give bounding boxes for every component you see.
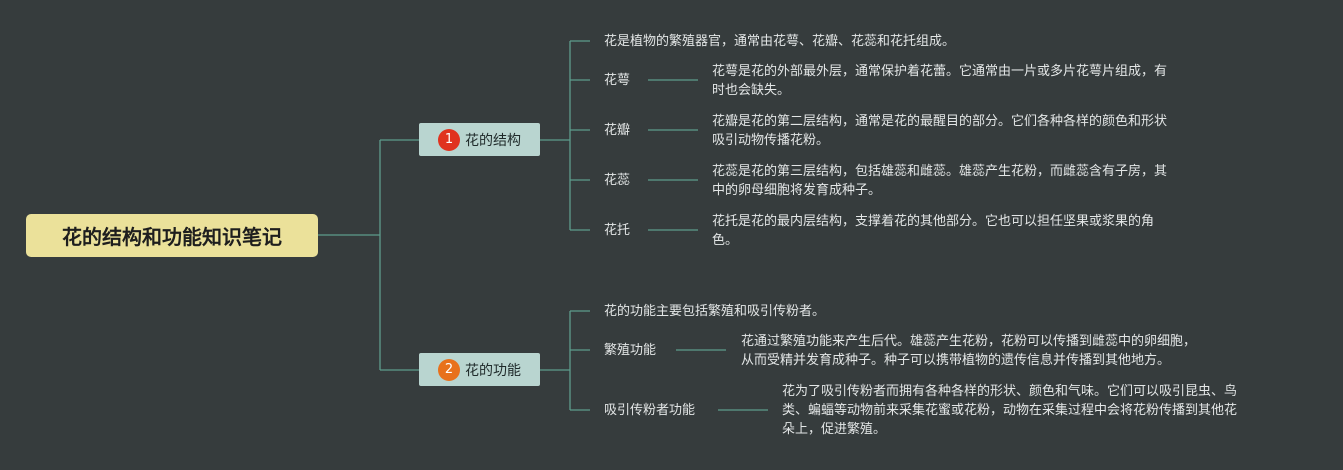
desc-line: 花托是花的最内层结构，支撑着花的其他部分。它也可以担任坚果或浆果的角 — [712, 214, 1155, 229]
desc-line: 时也会缺失。 — [712, 83, 791, 98]
branch-label: 花的结构 — [465, 132, 521, 149]
branch-label: 花的功能 — [465, 362, 521, 379]
desc-line: 花为了吸引传粉者而拥有各种各样的形状、颜色和气味。它们可以吸引昆虫、鸟 — [782, 384, 1238, 399]
desc-line: 花瓣是花的第二层结构，通常是花的最醒目的部分。它们各种各样的颜色和形状 — [712, 114, 1168, 129]
topic-receptacle[interactable]: 花托 — [604, 223, 631, 238]
desc-line: 朵上，促进繁殖。 — [782, 422, 887, 437]
desc-line: 花通过繁殖功能来产生后代。雄蕊产生花粉，花粉可以传播到雌蕊中的卵细胞， — [741, 334, 1197, 349]
topic-petal-desc[interactable]: 花瓣是花的第二层结构，通常是花的最醒目的部分。它们各种各样的颜色和形状 吸引动物… — [712, 112, 1167, 150]
topic-sepal[interactable]: 花萼 — [604, 73, 631, 88]
desc-line: 花萼是花的外部最外层，通常保护着花蕾。它通常由一片或多片花萼片组成，有 — [712, 64, 1168, 79]
root-title: 花的结构和功能知识笔记 — [62, 225, 282, 249]
topic-receptacle-desc[interactable]: 花托是花的最内层结构，支撑着花的其他部分。它也可以担任坚果或浆果的角 色。 — [712, 212, 1154, 250]
topic-reproduction-desc[interactable]: 花通过繁殖功能来产生后代。雄蕊产生花粉，花粉可以传播到雌蕊中的卵细胞， 从而受精… — [741, 332, 1196, 370]
number-badge: 1 — [438, 128, 460, 151]
desc-line: 类、蝙蝠等动物前来采集花蜜或花粉，动物在采集过程中会将花粉传播到其他花 — [782, 403, 1238, 418]
desc-line: 色。 — [712, 233, 739, 248]
desc-line: 中的卵母细胞将发育成种子。 — [712, 183, 882, 198]
topic-stamen-pistil[interactable]: 花蕊 — [604, 173, 631, 188]
topic-sepal-desc[interactable]: 花萼是花的外部最外层，通常保护着花蕾。它通常由一片或多片花萼片组成，有 时也会缺… — [712, 62, 1167, 100]
structure-intro[interactable]: 花是植物的繁殖器官，通常由花萼、花瓣、花蕊和花托组成。 — [604, 34, 956, 49]
topic-reproduction[interactable]: 繁殖功能 — [604, 343, 657, 358]
topic-petal[interactable]: 花瓣 — [604, 123, 631, 138]
desc-line: 花蕊是花的第三层结构，包括雄蕊和雌蕊。雄蕊产生花粉，而雌蕊含有子房，其 — [712, 164, 1168, 179]
desc-line: 从而受精并发育成种子。种子可以携带植物的遗传信息并传播到其他地方。 — [741, 353, 1171, 368]
root-topic[interactable]: 花的结构和功能知识笔记 — [26, 214, 318, 257]
topic-stamen-pistil-desc[interactable]: 花蕊是花的第三层结构，包括雄蕊和雌蕊。雄蕊产生花粉，而雌蕊含有子房，其 中的卵母… — [712, 162, 1167, 200]
function-intro[interactable]: 花的功能主要包括繁殖和吸引传粉者。 — [604, 304, 826, 319]
branch-structure[interactable]: 1 花的结构 — [419, 123, 540, 156]
desc-line: 吸引动物传播花粉。 — [712, 133, 830, 148]
topic-attract-pollinators-desc[interactable]: 花为了吸引传粉者而拥有各种各样的形状、颜色和气味。它们可以吸引昆虫、鸟 类、蝙蝠… — [782, 382, 1237, 439]
topic-attract-pollinators[interactable]: 吸引传粉者功能 — [604, 403, 696, 418]
branch-function[interactable]: 2 花的功能 — [419, 353, 540, 386]
number-badge: 2 — [438, 358, 460, 381]
